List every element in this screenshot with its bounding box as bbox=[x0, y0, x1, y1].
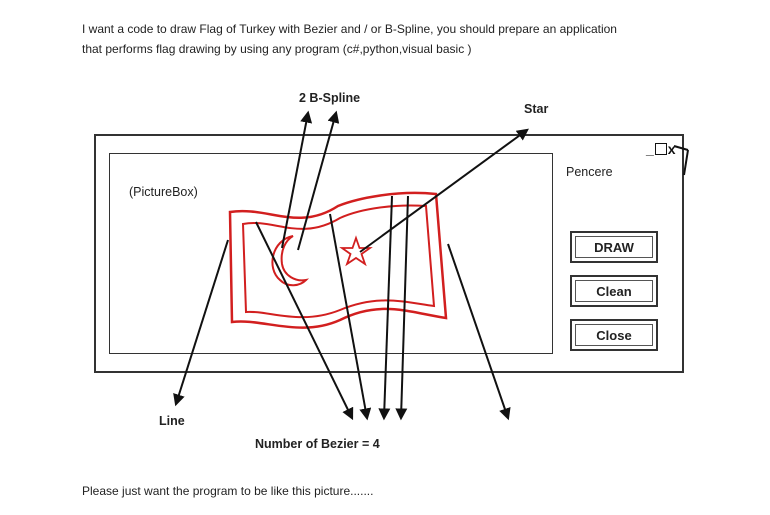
crescent-icon bbox=[271, 235, 310, 287]
bezier-arrow-2 bbox=[329, 213, 372, 421]
line-label: Line bbox=[159, 414, 185, 428]
flag-inner-outline bbox=[241, 204, 436, 319]
footer-text: Please just want the program to be like … bbox=[82, 484, 374, 498]
window-title: Pencere bbox=[566, 165, 613, 179]
flag-outer-outline bbox=[228, 191, 448, 329]
minimize-icon[interactable]: _ bbox=[646, 141, 654, 157]
draw-button[interactable]: DRAW bbox=[570, 231, 658, 263]
question-line-1: I want a code to draw Flag of Turkey wit… bbox=[82, 22, 617, 36]
window-controls[interactable]: _ x bbox=[646, 141, 676, 157]
control-stem bbox=[683, 149, 689, 176]
picture-box bbox=[109, 153, 553, 354]
square-icon[interactable] bbox=[654, 143, 667, 155]
bezier-arrow-4 bbox=[395, 195, 409, 421]
bspline-arrow-1 bbox=[281, 110, 313, 249]
clean-button-label: Clean bbox=[596, 283, 632, 299]
bezier-arrow-3 bbox=[378, 195, 393, 421]
draw-button-label: DRAW bbox=[594, 239, 634, 255]
line-arrow bbox=[173, 239, 229, 407]
bezier-arrow-1 bbox=[255, 221, 354, 421]
star-icon bbox=[339, 235, 373, 267]
picturebox-label: (PictureBox) bbox=[129, 185, 198, 199]
clean-button[interactable]: Clean bbox=[570, 275, 658, 307]
bspline-arrow-2 bbox=[297, 110, 340, 251]
bezier-label: Number of Bezier = 4 bbox=[255, 437, 380, 451]
star-arrow bbox=[359, 128, 529, 253]
edge-arrow bbox=[447, 243, 511, 421]
star-label: Star bbox=[524, 102, 549, 116]
bspline-label: 2 B-Spline bbox=[299, 91, 361, 105]
close-button[interactable]: Close bbox=[570, 319, 658, 351]
close-icon[interactable]: x bbox=[667, 141, 676, 157]
question-line-2: that performs flag drawing by using any … bbox=[82, 42, 472, 56]
control-arrow bbox=[673, 145, 689, 151]
question-text: I want a code to draw Flag of Turkey wit… bbox=[82, 19, 722, 59]
close-button-label: Close bbox=[596, 327, 632, 343]
